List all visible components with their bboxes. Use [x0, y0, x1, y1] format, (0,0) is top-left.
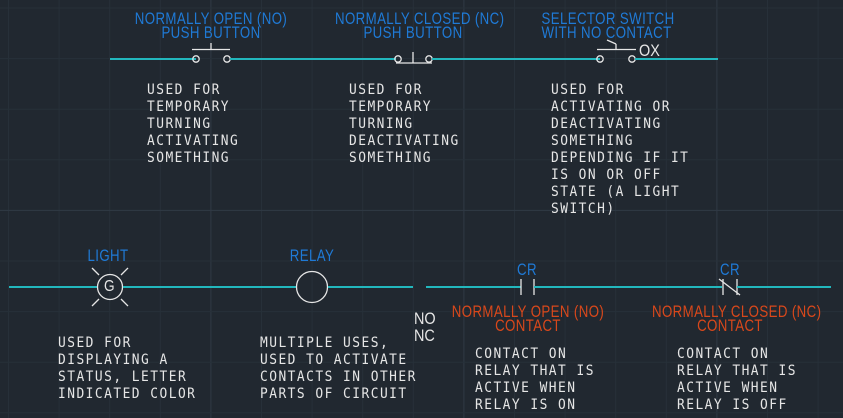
desc-line: USED FOR: [147, 82, 221, 98]
desc-line: ACTIVE WHEN: [475, 380, 577, 396]
desc-line: TURNING: [349, 116, 414, 132]
desc-line: TURNING: [147, 116, 212, 132]
selector-switch-title-line1: SELECTOR SWITCH: [541, 9, 675, 28]
no-contact-title-line2: CONTACT: [495, 316, 561, 335]
nc-push-button-description: USED FOR TEMPORARY TURNING DEACTIVATING …: [349, 82, 460, 167]
desc-line: CONTACTS IN OTHER: [260, 369, 417, 385]
light-icon: [91, 267, 129, 307]
desc-line: TEMPORARY: [349, 99, 433, 115]
no-contact-description: CONTACT ON RELAY THAT IS ACTIVE WHEN REL…: [475, 346, 595, 414]
light-description: USED FOR DISPLAYING A STATUS, LETTER IND…: [58, 335, 196, 403]
desc-line: TEMPORARY: [147, 99, 231, 115]
no-contact-tag: CR: [517, 260, 537, 279]
desc-line: RELAY THAT IS: [475, 363, 595, 379]
light-title: LIGHT: [87, 246, 129, 265]
selector-switch-symbol-label: OX: [639, 41, 660, 60]
desc-line: PARTS OF CIRCUIT: [260, 386, 408, 402]
nc-contact-title-line1: NORMALLY CLOSED (NC): [652, 302, 822, 321]
selector-switch-icon: [596, 39, 636, 63]
nc-push-button-title: NORMALLY CLOSED (NC) PUSH BUTTON: [335, 9, 505, 42]
nc-push-button-title-line2: PUSH BUTTON: [363, 23, 463, 42]
desc-line: USED FOR: [58, 335, 132, 351]
desc-line: SOMETHING: [349, 150, 433, 166]
desc-line: DEPENDING IF IT: [551, 150, 690, 166]
relay-coil-icon: [295, 270, 329, 304]
desc-line: CONTACT ON: [475, 346, 568, 362]
desc-line: ACTIVATING: [147, 133, 240, 149]
nc-push-button-title-line1: NORMALLY CLOSED (NC): [335, 9, 505, 28]
no-contact-icon: [520, 279, 535, 295]
legend-no: NO: [414, 309, 436, 328]
desc-line: RELAY IS ON: [475, 397, 577, 413]
desc-line: IS ON OR OFF: [551, 167, 662, 183]
no-push-button-title: NORMALLY OPEN (NO) PUSH BUTTON: [133, 10, 289, 41]
desc-line: USED FOR: [349, 82, 423, 98]
selector-switch-description: USED FOR ACTIVATING OR DEACTIVATING SOME…: [551, 82, 689, 218]
no-contact-title: NORMALLY OPEN (NO) CONTACT: [450, 303, 606, 334]
no-contact-title-line1: NORMALLY OPEN (NO): [451, 302, 605, 321]
desc-line: SOMETHING: [551, 133, 635, 149]
light-symbol-letter: G: [104, 278, 115, 295]
desc-line: SOMETHING: [147, 150, 231, 166]
nc-contact-tag: CR: [720, 260, 740, 279]
nc-push-button-icon: [394, 52, 433, 64]
nc-contact-title: NORMALLY CLOSED (NC) CONTACT: [652, 302, 822, 335]
no-nc-legend: NO NC: [414, 310, 436, 344]
desc-line: CONTACT ON: [677, 346, 770, 362]
desc-line: MULTIPLE USES,: [260, 335, 390, 351]
desc-line: STATE (A LIGHT: [551, 184, 681, 200]
no-push-button-title-line1: NORMALLY OPEN (NO): [134, 9, 288, 28]
desc-line: RELAY IS OFF: [677, 397, 788, 413]
relay-title: RELAY: [289, 246, 335, 265]
selector-switch-title: SELECTOR SWITCH WITH NO CONTACT: [541, 9, 675, 42]
no-push-button-description: USED FOR TEMPORARY TURNING ACTIVATING SO…: [147, 82, 239, 167]
selector-switch-title-line2: WITH NO CONTACT: [541, 23, 672, 42]
desc-line: INDICATED COLOR: [58, 386, 197, 402]
desc-line: SWITCH): [551, 201, 616, 217]
no-push-button-icon: [192, 43, 231, 63]
desc-line: USED TO ACTIVATE: [260, 352, 408, 368]
desc-line: DISPLAYING A: [58, 352, 169, 368]
legend-nc: NC: [414, 326, 435, 345]
nc-contact-title-line2: CONTACT: [697, 316, 763, 335]
desc-line: ACTIVATING OR: [551, 99, 671, 115]
desc-line: USED FOR: [551, 82, 625, 98]
desc-line: RELAY THAT IS: [677, 363, 797, 379]
relay-description: MULTIPLE USES, USED TO ACTIVATE CONTACTS…: [260, 335, 417, 403]
desc-line: ACTIVE WHEN: [677, 380, 779, 396]
nc-contact-icon: [718, 278, 741, 296]
desc-line: DEACTIVATING: [349, 133, 460, 149]
desc-line: DEACTIVATING: [551, 116, 662, 132]
nc-contact-description: CONTACT ON RELAY THAT IS ACTIVE WHEN REL…: [677, 346, 797, 414]
desc-line: STATUS, LETTER: [58, 369, 188, 385]
no-push-button-title-line2: PUSH BUTTON: [161, 23, 261, 42]
